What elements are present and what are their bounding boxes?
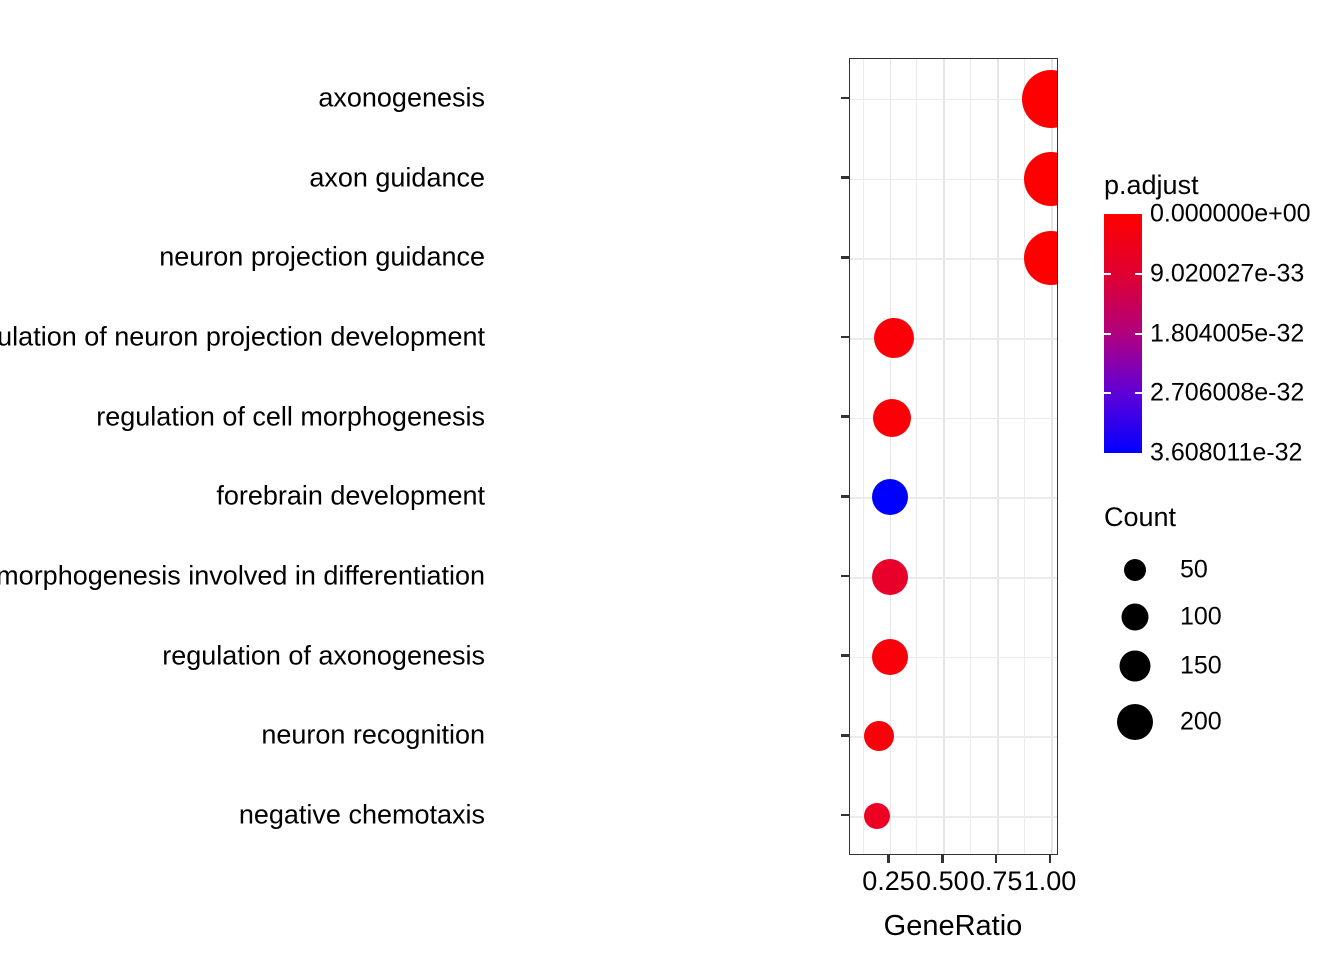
y-axis-tick — [841, 734, 849, 737]
gridline-horizontal — [850, 497, 1057, 499]
gridline-vertical-minor — [916, 59, 918, 854]
colorbar-tick — [1104, 332, 1111, 335]
gridline-vertical-minor — [1024, 59, 1026, 854]
count-legend-dot — [1124, 559, 1146, 581]
x-axis-tick-label: 0.50 — [916, 866, 969, 896]
colorbar-label: 0.000000e+00 — [1150, 199, 1311, 228]
colorbar-tick — [1135, 392, 1142, 395]
data-point — [863, 721, 894, 752]
data-point — [1024, 151, 1057, 206]
y-axis-tick — [841, 176, 849, 179]
colorbar-tick — [1104, 392, 1111, 395]
colorbar-tick — [1135, 332, 1142, 335]
y-axis-tick-label: forebrain development — [216, 480, 485, 511]
data-point — [1022, 69, 1057, 128]
y-axis-tick — [841, 574, 849, 578]
y-axis-tick — [841, 415, 849, 418]
count-legend-label: 50 — [1180, 555, 1208, 584]
count-legend-dot — [1119, 650, 1151, 682]
gridline-horizontal — [850, 417, 1057, 420]
count-legend-dot — [1117, 704, 1153, 740]
gridline-horizontal — [850, 337, 1057, 340]
count-legend-dot — [1121, 603, 1149, 631]
x-axis-tick — [1048, 855, 1052, 863]
colorbar-label: 9.020027e-33 — [1150, 259, 1305, 288]
count-legend-label: 200 — [1180, 707, 1222, 736]
data-point — [871, 559, 908, 596]
x-axis-tick — [887, 855, 890, 863]
y-axis-tick-label: axon guidance — [309, 162, 485, 193]
gridline-horizontal — [850, 178, 1057, 181]
x-axis-tick — [994, 855, 998, 863]
x-axis-tick-label: 0.25 — [862, 866, 915, 896]
y-axis-tick-label: neuron recognition — [261, 719, 485, 750]
x-axis-title: GeneRatio — [883, 910, 1023, 942]
y-axis-tick-label: regulation of axonogenesis — [162, 640, 485, 671]
legend-padjust-title: p.adjust — [1104, 170, 1199, 200]
gridline-vertical-minor — [970, 59, 972, 854]
data-point — [871, 638, 908, 675]
gridline-horizontal — [850, 816, 1057, 818]
count-legend-label: 100 — [1180, 602, 1222, 631]
y-axis-tick — [841, 255, 849, 259]
y-axis-tick-label: regulation of neuron projection developm… — [0, 321, 485, 352]
gridline-vertical-major — [889, 59, 892, 854]
gridline-vertical-minor — [862, 59, 864, 854]
x-axis-tick — [941, 855, 944, 863]
y-axis-tick — [841, 654, 849, 658]
x-axis-tick-label: 0.75 — [969, 866, 1023, 896]
y-axis-tick — [841, 813, 849, 817]
gridline-horizontal — [850, 577, 1057, 579]
y-axis-tick-label: axonogenesis — [318, 82, 485, 113]
y-axis-tick-label: regulation of cell morphogenesis involve… — [0, 560, 485, 591]
gridline-horizontal — [850, 98, 1057, 101]
data-point — [863, 803, 890, 830]
gridline-vertical-major — [1051, 59, 1053, 854]
colorbar-label: 2.706008e-32 — [1150, 378, 1305, 407]
colorbar-label: 3.608011e-32 — [1150, 438, 1303, 467]
colorbar-tick — [1135, 272, 1142, 275]
gridline-vertical-major — [997, 59, 999, 854]
colorbar-label: 1.804005e-32 — [1150, 319, 1305, 347]
y-axis-tick-label: neuron projection guidance — [159, 241, 485, 272]
legend-count-title: Count — [1104, 502, 1177, 532]
y-axis-tick — [841, 335, 849, 339]
y-axis-tick — [841, 495, 849, 498]
gridline-horizontal — [850, 258, 1057, 260]
colorbar-tick — [1104, 272, 1111, 275]
gridline-horizontal — [850, 656, 1057, 659]
gridline-horizontal — [850, 736, 1057, 739]
x-axis-tick-label: 1.00 — [1023, 866, 1077, 896]
data-point — [872, 398, 911, 437]
plot-panel — [849, 58, 1058, 855]
count-legend-label: 150 — [1180, 651, 1222, 680]
data-point — [873, 317, 914, 358]
data-point — [871, 479, 908, 516]
gridline-vertical-major — [943, 59, 945, 854]
y-axis-tick-label: regulation of cell morphogenesis — [96, 401, 485, 432]
y-axis-tick-label: negative chemotaxis — [238, 799, 485, 830]
data-point — [1024, 231, 1057, 286]
y-axis-tick — [841, 96, 849, 100]
